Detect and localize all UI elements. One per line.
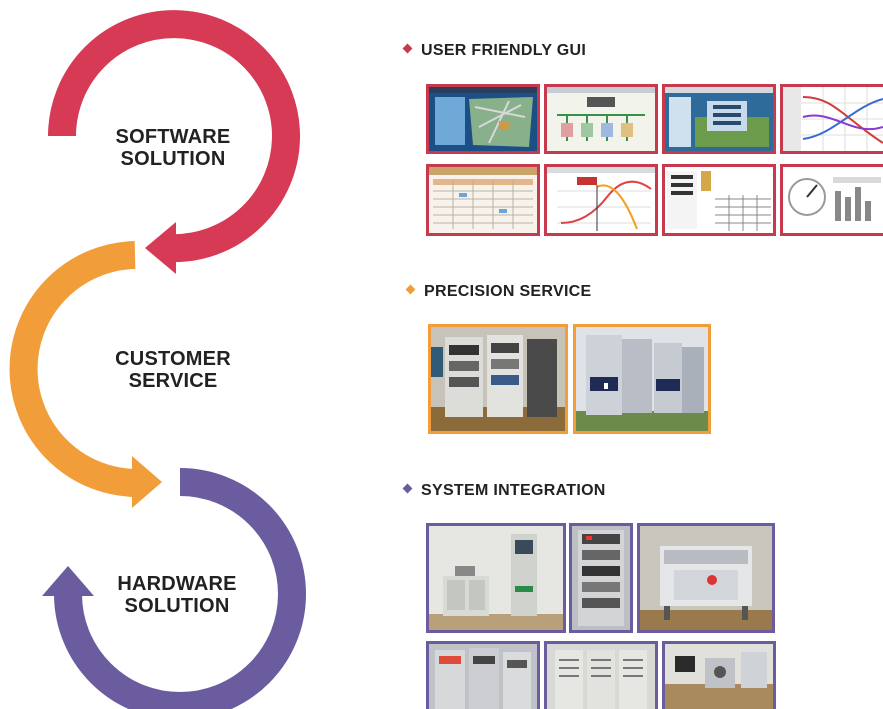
customer-service-label: CUSTOMER SERVICE [115, 348, 231, 392]
software-arrowhead [145, 222, 176, 274]
diamond-bullet-icon [402, 483, 413, 494]
map-screen-icon [426, 84, 540, 154]
graph-screen-icon [780, 84, 883, 154]
cabinet-photo-icon [573, 324, 711, 434]
rack-photo-icon [428, 324, 568, 434]
test-station-photo-icon [426, 523, 566, 633]
workbench-photo-icon [662, 641, 776, 709]
diamond-bullet-icon [402, 43, 413, 54]
rack-row-photo-icon [426, 641, 540, 709]
customer-arrowhead [132, 456, 162, 508]
user-friendly-gui-title: USER FRIENDLY GUI [402, 42, 586, 60]
system-integration-title: SYSTEM INTEGRATION [402, 482, 606, 500]
cabinet-row-photo-icon [544, 641, 658, 709]
hardware-arrow [54, 468, 306, 709]
diamond-bullet-icon [405, 284, 416, 295]
gauge-screen-icon [780, 164, 883, 236]
hardware-arrowhead [42, 566, 94, 596]
hardware-solution-label: HARDWARE SOLUTION [117, 573, 237, 617]
software-arrow [48, 10, 300, 263]
machine-photo-icon [637, 523, 775, 633]
diagram-screen-icon [544, 84, 658, 154]
chart-screen-icon [544, 164, 658, 236]
precision-service-title: PRECISION SERVICE [405, 283, 592, 301]
table-screen-icon [662, 164, 776, 236]
software-solution-label: SOFTWARE SOLUTION [115, 126, 231, 170]
customer-arrow [9, 241, 141, 498]
rack-unit-photo-icon [569, 523, 633, 633]
grid-screen-icon [426, 164, 540, 236]
dashboard-screen-icon [662, 84, 776, 154]
